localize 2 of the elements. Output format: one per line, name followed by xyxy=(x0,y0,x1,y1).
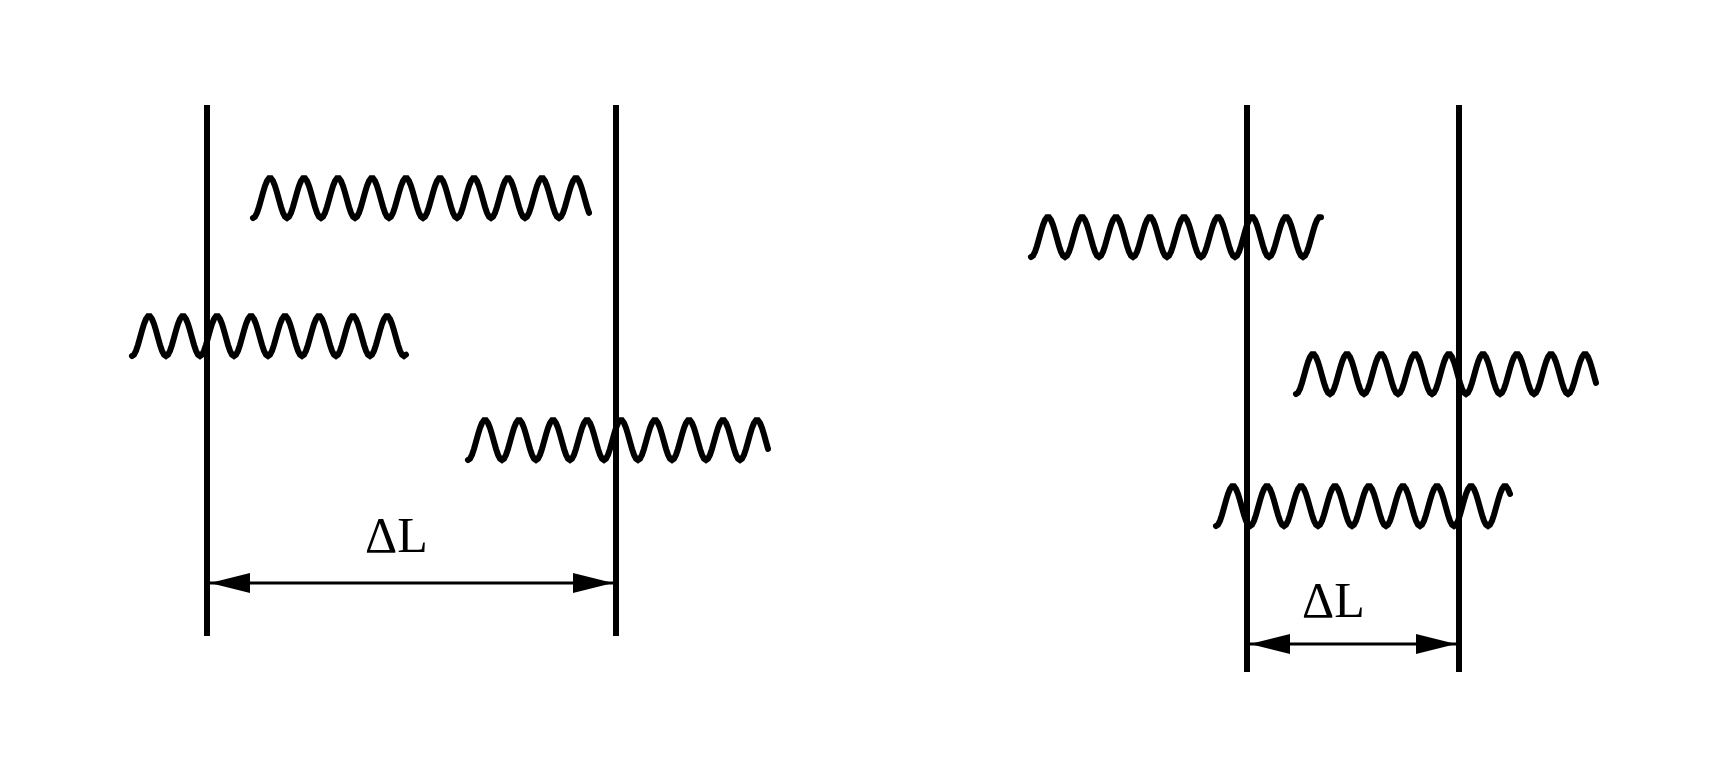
dimension-label: ΔL xyxy=(365,510,428,560)
dimension-label: ΔL xyxy=(1302,575,1365,625)
